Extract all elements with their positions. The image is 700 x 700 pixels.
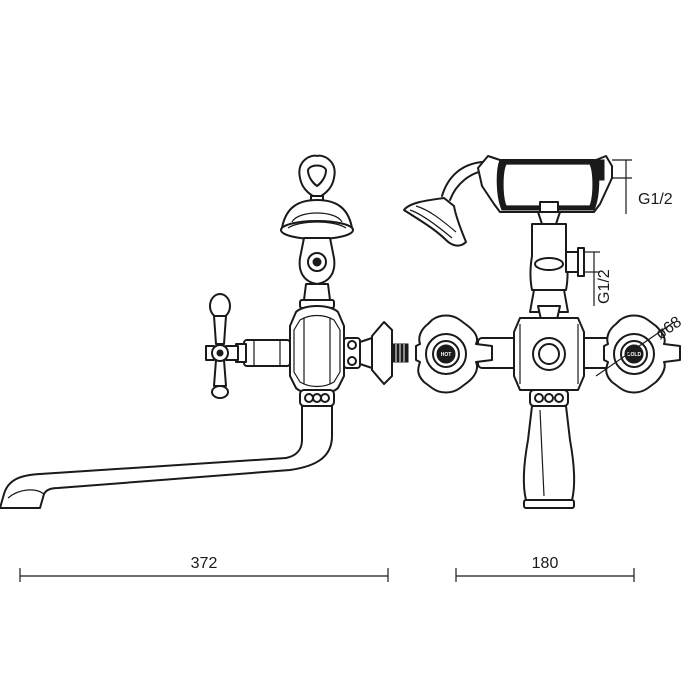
side-view [0,154,409,509]
front-cold-handle: COLD [603,314,681,394]
front-width-label: 180 [532,555,559,572]
cold-label: COLD [627,352,642,358]
front-handshower [403,155,613,247]
side-spout-base [299,389,335,407]
side-dome-escutcheon [280,199,354,240]
outlet-connection-label: G1/2 [596,269,613,304]
dim-side-width: 372 [19,555,389,582]
dim-handshower-connection: G1/2 [612,159,673,214]
side-right-outlet [343,321,409,385]
front-view: HOT COLD G1/2 [403,155,685,509]
dim-front-width: 180 [455,555,635,582]
front-horizontal-body [477,317,621,391]
front-lower-body [522,389,576,509]
side-upper-body [298,237,336,309]
side-left-valve [205,293,291,399]
dim-outlet-connection: G1/2 [584,251,613,306]
front-hot-handle: HOT [415,314,493,394]
side-width-label: 372 [191,555,218,572]
hot-label: HOT [441,352,452,358]
handshower-connection-label: G1/2 [638,191,673,208]
side-spout [0,405,333,509]
front-upper-body [529,223,585,325]
side-central-body [289,305,345,395]
